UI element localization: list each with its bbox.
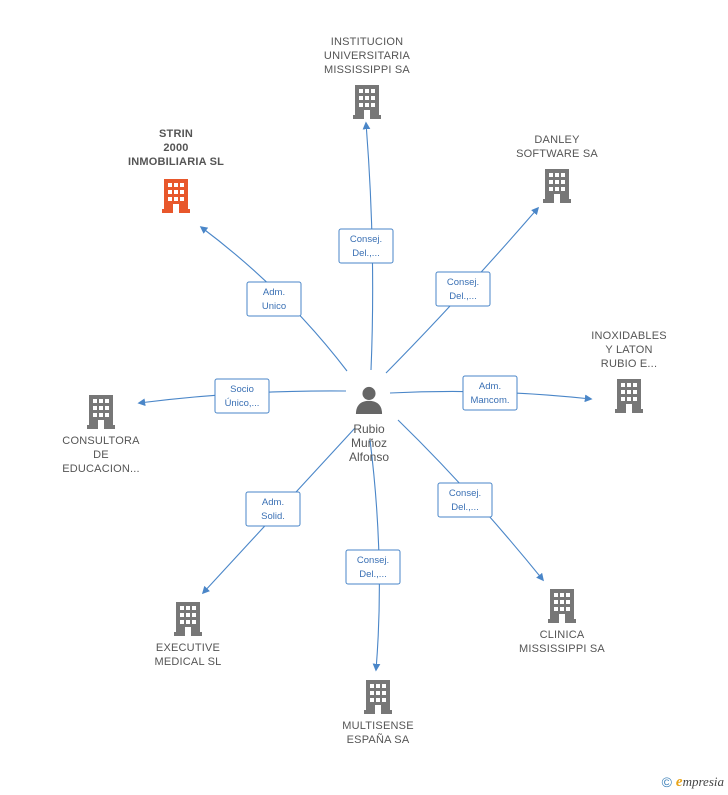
company-executive-medical[interactable]: EXECUTIVE MEDICAL SL <box>154 602 221 668</box>
role-text: Consej. <box>447 277 479 288</box>
role-text: Consej. <box>449 488 481 499</box>
role-label-clinica-mississippi[interactable]: Consej. Del.,... <box>437 482 493 518</box>
company-label: SOFTWARE SA <box>516 148 598 160</box>
footer-brand: © empresia <box>662 773 724 791</box>
copyright-icon: © <box>661 774 672 790</box>
role-label-institucion-universitaria-mississippi[interactable]: Consej. Del.,... <box>338 228 394 264</box>
role-label-strin-2000-inmobiliaria[interactable]: Adm. Unico <box>246 281 302 317</box>
company-label: DE <box>93 449 109 461</box>
company-consultora-de-educacion[interactable]: CONSULTORA DE EDUCACION... <box>62 395 140 475</box>
building-icon <box>162 179 190 213</box>
role-box <box>338 228 394 264</box>
building-icon <box>353 85 381 119</box>
company-inoxidables-y-laton[interactable]: INOXIDABLES Y LATON RUBIO E... <box>591 330 667 413</box>
company-label: MULTISENSE <box>342 720 413 732</box>
person-icon <box>355 386 383 414</box>
role-text: Del.,... <box>352 248 379 259</box>
company-label: INMOBILIARIA SL <box>128 156 224 168</box>
role-box <box>245 491 301 527</box>
role-label-consultora-de-educacion[interactable]: SocioÚnico,... <box>214 378 270 414</box>
company-label: CLINICA <box>540 629 585 641</box>
role-box <box>437 482 493 518</box>
role-text: Del.,... <box>449 291 476 302</box>
building-icon <box>548 589 576 623</box>
role-box <box>246 281 302 317</box>
company-label: INSTITUCION <box>331 36 403 48</box>
role-text: Adm. <box>263 287 285 298</box>
company-label: STRIN <box>159 128 193 140</box>
company-label: RUBIO E... <box>601 358 657 370</box>
role-text: Solid. <box>261 511 285 522</box>
role-label-multisense-espana[interactable]: Consej. Del.,... <box>345 549 401 585</box>
company-label: EXECUTIVE <box>156 642 220 654</box>
roles-layer: Consej. Del.,... Consej. Del.,... Adm. Mancom… <box>214 228 518 585</box>
company-label: DANLEY <box>534 134 580 146</box>
role-text: Unico <box>262 301 286 312</box>
role-label-danley-software[interactable]: Consej. Del.,... <box>435 271 491 307</box>
role-text: Adm. <box>479 381 501 392</box>
person-name-line: Rubio <box>353 422 385 436</box>
building-icon <box>364 680 392 714</box>
role-text: Socio <box>230 384 254 395</box>
role-text: Único,... <box>225 398 260 409</box>
role-text: Mancom. <box>470 395 509 406</box>
company-label: UNIVERSITARIA <box>324 50 411 62</box>
company-label: MISSISSIPPI SA <box>324 64 410 76</box>
person-name-line: Muñoz <box>351 436 387 450</box>
company-label: 2000 <box>163 142 188 154</box>
company-label: INOXIDABLES <box>591 330 667 342</box>
role-box <box>462 375 518 411</box>
role-text: Adm. <box>262 497 284 508</box>
role-box <box>345 549 401 585</box>
role-label-inoxidables-y-laton[interactable]: Adm. Mancom. <box>462 375 518 411</box>
company-institucion-universitaria-mississippi[interactable]: INSTITUCION UNIVERSITARIA MISSISSIPPI SA <box>324 36 411 119</box>
building-icon <box>174 602 202 636</box>
company-label: MISSISSIPPI SA <box>519 643 605 655</box>
building-icon <box>87 395 115 429</box>
role-box <box>214 378 270 414</box>
person-name-line: Alfonso <box>349 450 389 464</box>
role-text: Consej. <box>357 555 389 566</box>
building-icon <box>543 169 571 203</box>
company-label: CONSULTORA <box>62 435 140 447</box>
nodes-layer: INSTITUCION UNIVERSITARIA MISSISSIPPI SA DA… <box>62 36 667 746</box>
role-text: Del.,... <box>359 569 386 580</box>
brand-logo[interactable]: empresia <box>675 773 724 790</box>
role-text: Consej. <box>350 234 382 245</box>
building-icon <box>615 379 643 413</box>
company-label: MEDICAL SL <box>154 656 221 668</box>
company-label: Y LATON <box>605 344 652 356</box>
company-danley-software[interactable]: DANLEY SOFTWARE SA <box>516 134 598 203</box>
role-text: Del.,... <box>451 502 478 513</box>
role-box <box>435 271 491 307</box>
company-label: ESPAÑA SA <box>347 733 410 746</box>
role-label-executive-medical[interactable]: Adm. Solid. <box>245 491 301 527</box>
company-clinica-mississippi[interactable]: CLINICA MISSISSIPPI SA <box>519 589 605 655</box>
company-label: EDUCACION... <box>62 463 140 475</box>
